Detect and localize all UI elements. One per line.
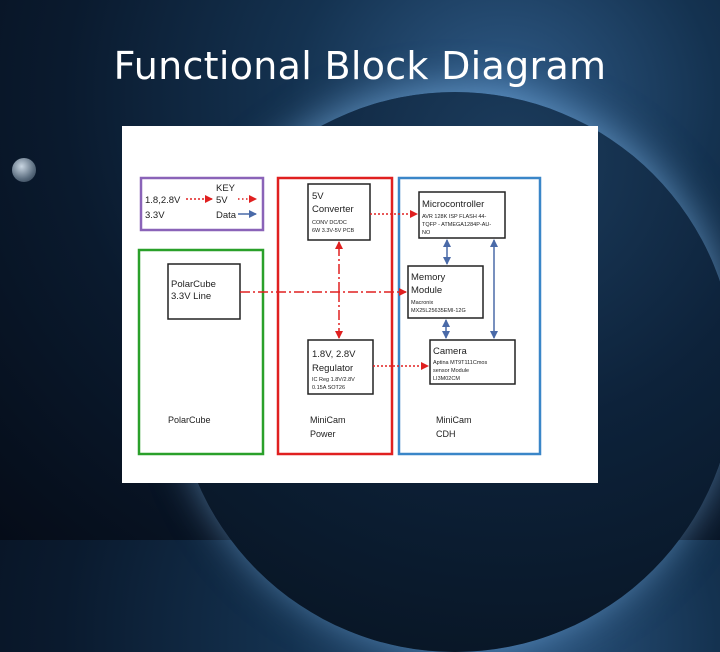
legend-key-label: KEY — [216, 183, 236, 194]
cdh-region — [397, 176, 542, 456]
cdh-region-label-1: MiniCam — [436, 415, 472, 425]
polarcube-line-title-1: PolarCube — [171, 279, 216, 290]
regulator-title-2: Regulator — [312, 363, 353, 374]
regulator-detail-2: 0.15A SOT26 — [312, 385, 345, 391]
power-region-label-1: MiniCam — [310, 415, 346, 425]
memory-title-2: Module — [411, 285, 442, 296]
converter-title-1: 5V — [312, 191, 324, 202]
microcontroller-detail-2: TQFP - ATMEGA1284P-AU- — [422, 222, 491, 228]
polarcube-line-box — [167, 263, 241, 320]
camera-detail-1: Aptina MT9T111Cmos — [433, 360, 487, 366]
microcontroller-title: Microcontroller — [422, 199, 484, 210]
legend-data-label: Data — [216, 210, 237, 221]
legend-voltage-3: 3.3V — [145, 210, 165, 221]
legend-5v-label: 5V — [216, 195, 228, 206]
memory-detail-2: MX25L25635EMI-12G — [411, 308, 466, 314]
polarcube-region — [137, 248, 265, 456]
memory-title-1: Memory — [411, 272, 446, 283]
legend-box — [139, 176, 265, 232]
microcontroller-box — [418, 191, 506, 239]
regulator-detail-1: IC Reg 1.8V/2.8V — [312, 377, 355, 383]
camera-detail-2: sensor Module — [433, 368, 469, 374]
moon-backdrop — [12, 158, 36, 182]
polarcube-line-title-2: 3.3V Line — [171, 291, 211, 302]
microcontroller-detail-3: NO — [422, 230, 431, 236]
diagram-panel: 1.8,2.8V 3.3V KEY 5V Data PolarCube 3.3V… — [122, 126, 598, 483]
converter-detail-2: 6W 3.3V-5V PCB — [312, 228, 355, 234]
camera-box — [429, 339, 516, 385]
memory-detail-1: Macronix — [411, 300, 434, 306]
converter-detail-1: CONV DC/DC — [312, 220, 347, 226]
memory-module-box — [407, 265, 484, 319]
camera-detail-3: LI3M02CM — [433, 376, 460, 382]
microcontroller-detail-1: AVR 128K ISP FLASH 44- — [422, 214, 486, 220]
converter-box — [307, 183, 371, 241]
block-diagram: 1.8,2.8V 3.3V KEY 5V Data PolarCube 3.3V… — [137, 176, 542, 456]
cdh-region-label-2: CDH — [436, 429, 456, 439]
camera-title: Camera — [433, 346, 468, 357]
power-region-label-2: Power — [310, 429, 336, 439]
converter-title-2: Converter — [312, 204, 354, 215]
polarcube-region-label: PolarCube — [168, 415, 211, 425]
regulator-title-1: 1.8V, 2.8V — [312, 349, 356, 360]
slide-title: Functional Block Diagram — [113, 44, 607, 88]
power-region — [276, 176, 394, 456]
regulator-box — [307, 339, 374, 395]
legend-voltage-1: 1.8,2.8V — [145, 195, 181, 206]
